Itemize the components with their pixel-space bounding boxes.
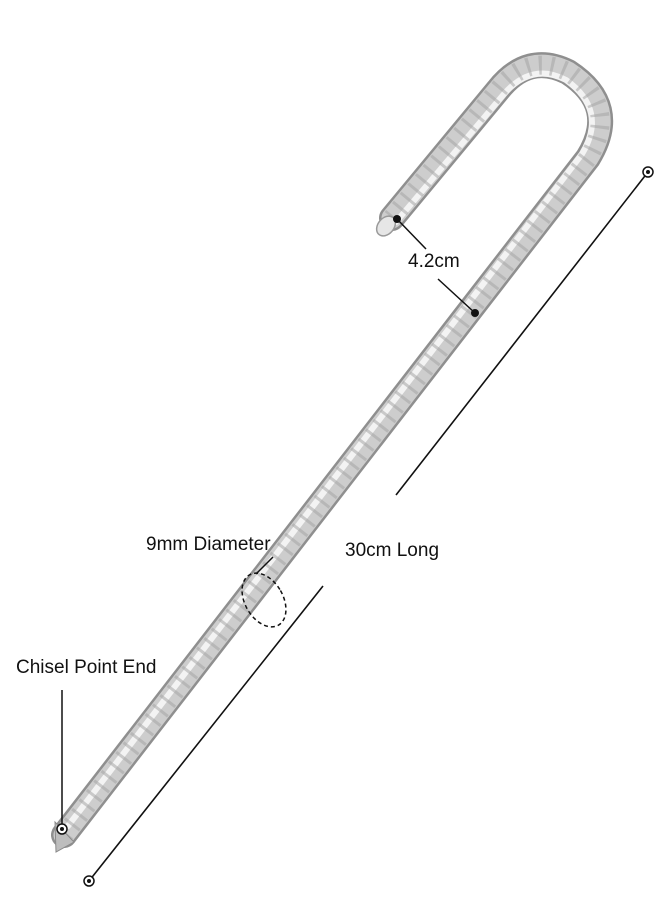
chisel-point-annotation <box>56 690 68 835</box>
j-hook-stake <box>51 52 614 853</box>
length-dimension-lines <box>83 166 654 887</box>
length-label: 30cm Long <box>345 540 440 561</box>
hook-cut-end <box>375 215 397 237</box>
diameter-annotation <box>241 556 287 628</box>
dimension-endpoint-dot-icon <box>471 309 479 317</box>
diameter-dashed-ellipse-icon <box>241 572 287 628</box>
dimension-endpoint-dot-icon <box>393 215 401 223</box>
diameter-label: 9mm Diameter <box>146 534 271 555</box>
hook-width-annotation <box>393 215 479 317</box>
chisel-point-label: Chisel Point End <box>16 657 157 678</box>
hook-width-label: 4.2cm <box>408 251 460 272</box>
